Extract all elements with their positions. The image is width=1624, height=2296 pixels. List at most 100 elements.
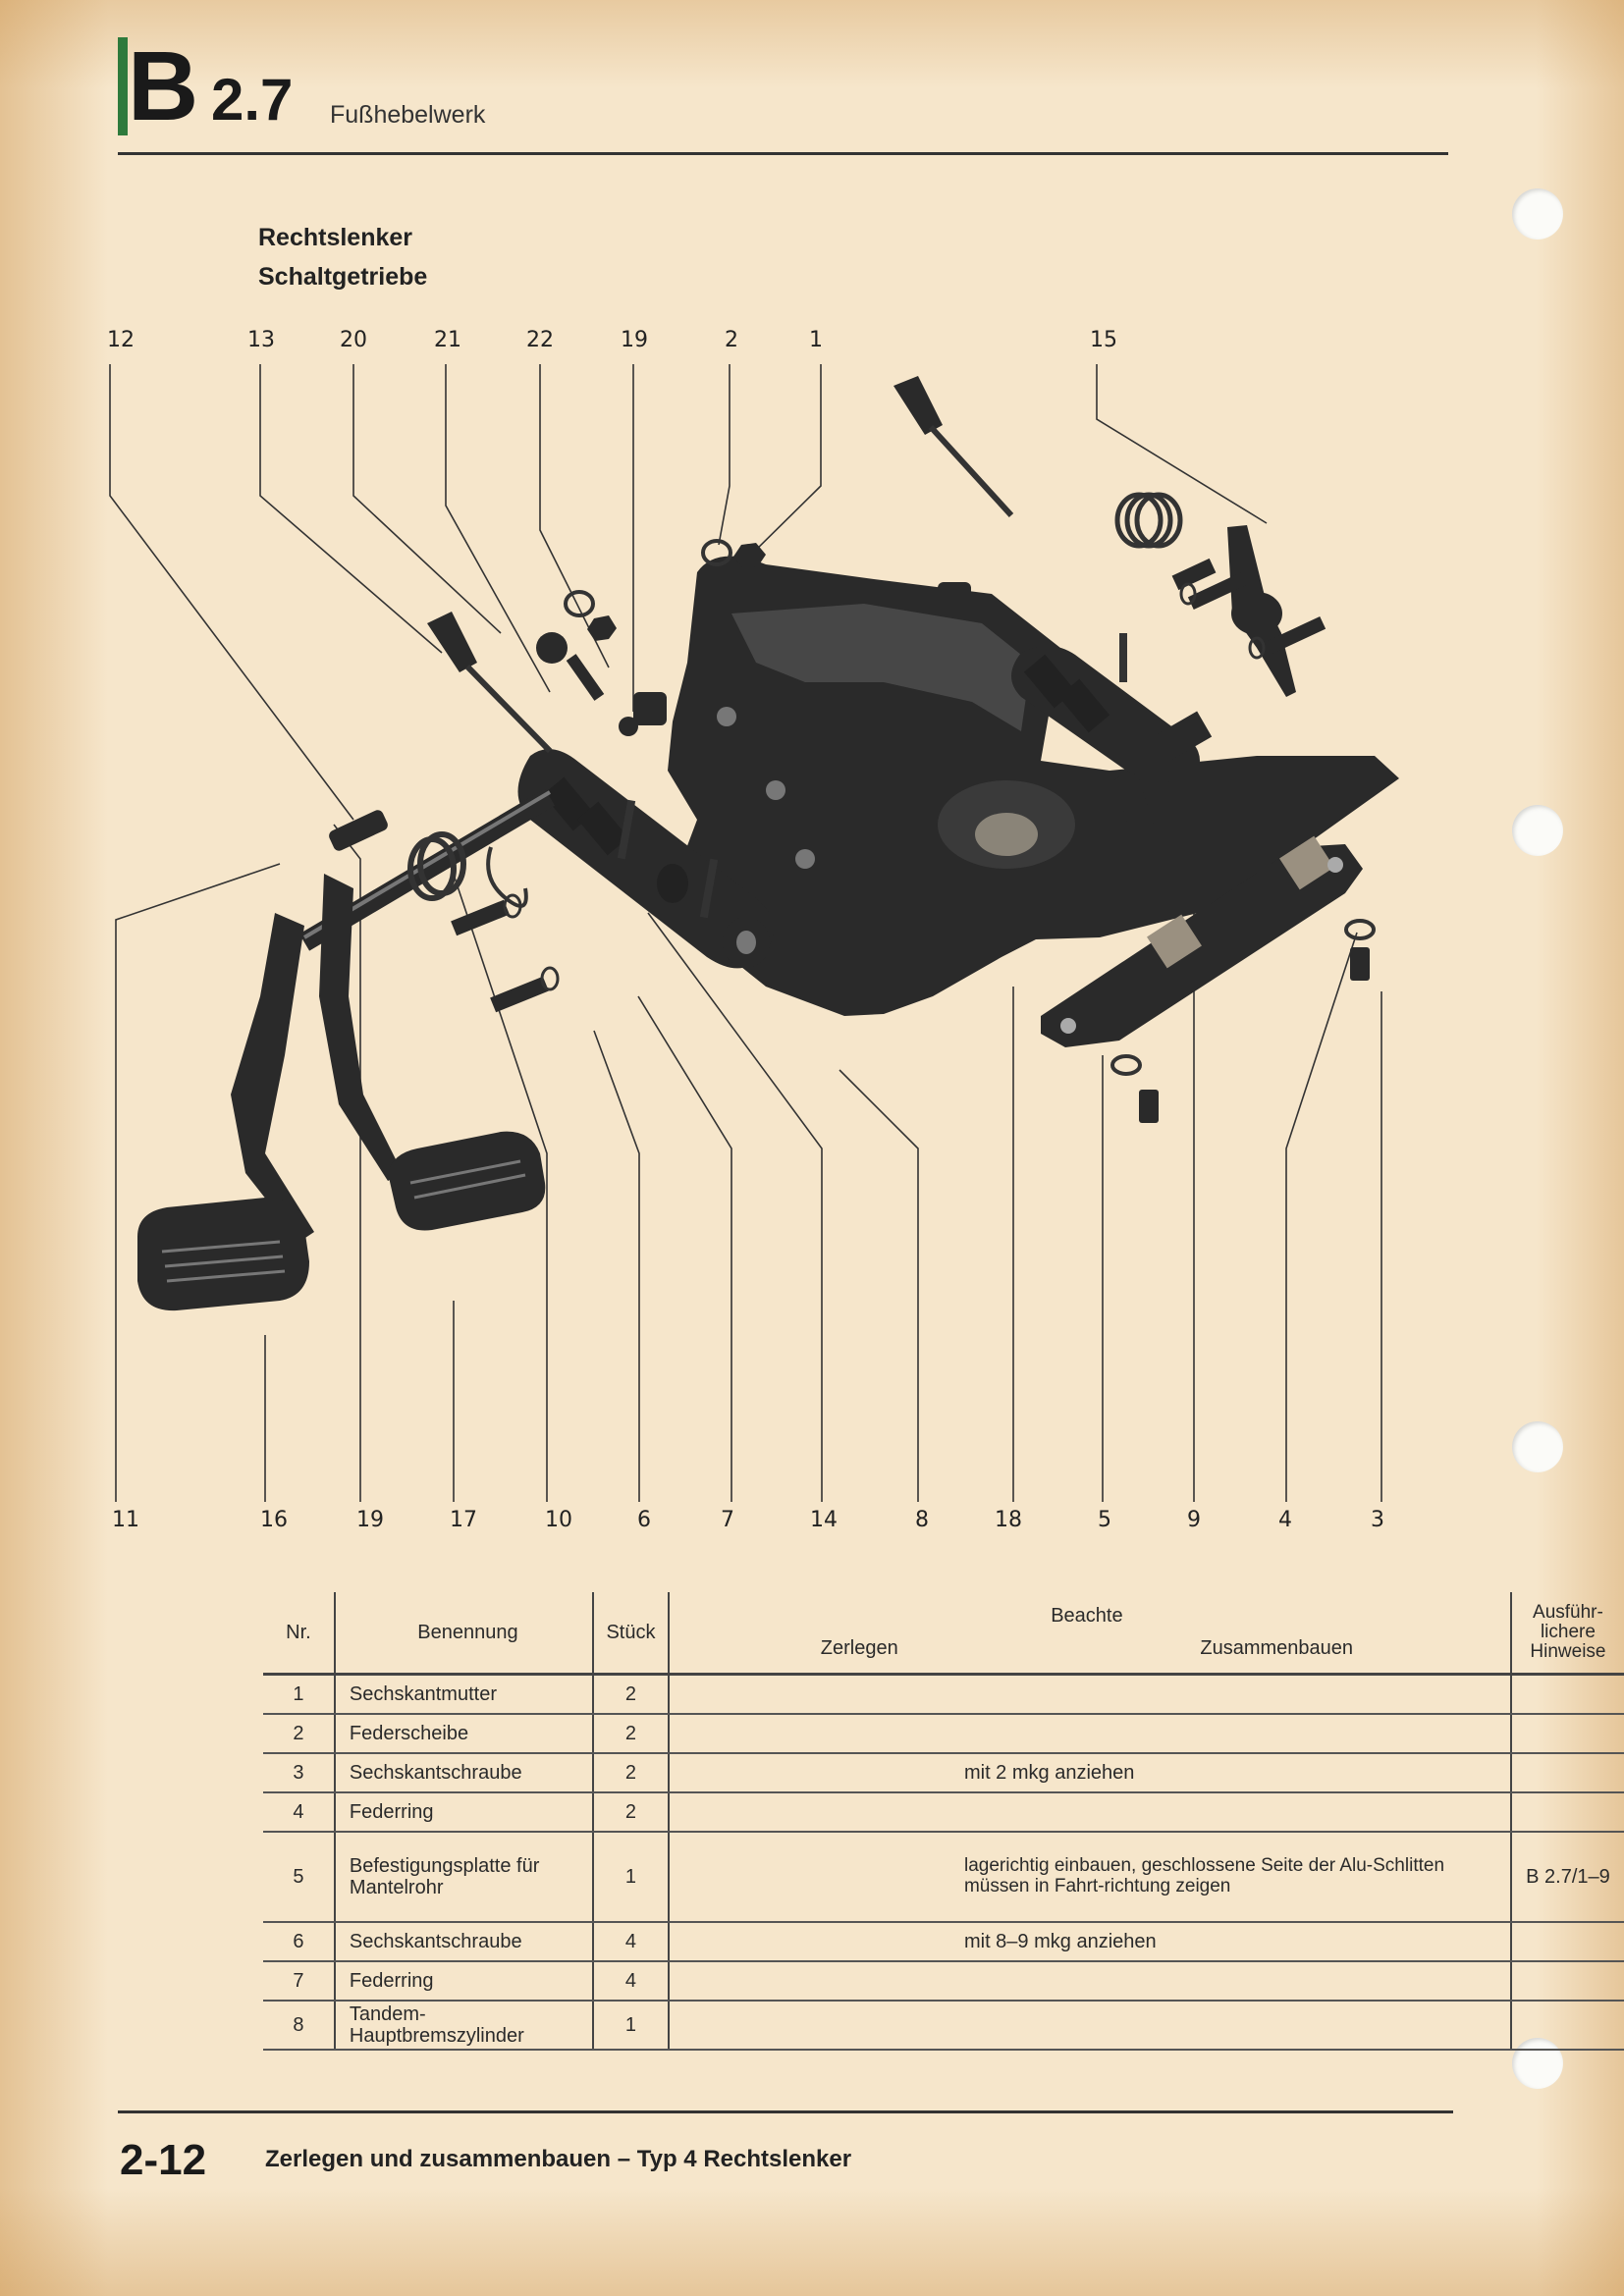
callout-22: 22	[526, 328, 554, 352]
header-disassemble: Zerlegen	[820, 1637, 898, 1659]
cell-nr: 4	[263, 1792, 336, 1833]
cell-note: mit 2 mkg anziehen	[668, 1753, 1512, 1793]
callout-18: 18	[995, 1508, 1022, 1532]
punch-hole	[1512, 805, 1563, 856]
cell-name: Federring	[334, 1961, 595, 2002]
subheading-side: Rechtslenker	[258, 224, 413, 251]
cell-qty: 2	[593, 1674, 670, 1715]
cell-name: Federscheibe	[334, 1714, 595, 1754]
cell-nr: 2	[263, 1714, 336, 1754]
punch-hole	[1512, 1421, 1563, 1472]
cell-nr: 7	[263, 1961, 336, 2002]
callout-5: 5	[1098, 1508, 1111, 1532]
cell-qty: 1	[593, 1832, 670, 1923]
bolts-right	[1179, 571, 1326, 660]
upper-cylinder-assembly	[1011, 633, 1213, 829]
push-rods	[427, 376, 1014, 754]
nut-and-washer	[701, 539, 766, 568]
cell-nr: 3	[263, 1753, 336, 1793]
cell-name: Befestigungsplatte für Mantelrohr	[334, 1832, 595, 1923]
bushings	[536, 582, 971, 736]
cell-note: lagerichtig einbauen, geschlossene Seite…	[668, 1832, 1512, 1923]
cell-name: Tandem-Hauptbremszylinder	[334, 2001, 595, 2051]
cell-qty: 4	[593, 1961, 670, 2002]
bottom-screws	[1110, 919, 1376, 1123]
section-letter: B	[118, 37, 198, 135]
cell-ref	[1510, 1753, 1624, 1793]
header-nr: Nr.	[263, 1592, 336, 1676]
bottom-leader-lines	[115, 721, 1382, 1502]
cell-nr: 1	[263, 1674, 336, 1715]
cell-note	[668, 1792, 1512, 1833]
cell-qty: 1	[593, 2001, 670, 2051]
callout-6: 6	[637, 1508, 651, 1532]
cell-qty: 2	[593, 1714, 670, 1754]
callout-7: 7	[721, 1508, 734, 1532]
callout-19-top: 19	[621, 328, 648, 352]
cell-note	[668, 1714, 1512, 1754]
cell-note	[668, 2001, 1512, 2051]
callout-17: 17	[450, 1508, 477, 1532]
mounting-plate	[1041, 835, 1363, 1047]
punch-hole	[1512, 188, 1563, 240]
footer-rule	[118, 2110, 1453, 2113]
parts-table: Nr. Benennung Stück Beachte Zerlegen Zus…	[263, 1592, 1624, 2051]
cell-qty: 4	[593, 1922, 670, 1962]
cell-ref	[1510, 1961, 1624, 2002]
callout-13: 13	[247, 328, 275, 352]
cell-qty: 2	[593, 1792, 670, 1833]
cylinder-bolts	[451, 846, 560, 1013]
callout-10: 10	[545, 1508, 572, 1532]
cell-ref	[1510, 1714, 1624, 1754]
callout-15: 15	[1090, 328, 1117, 352]
cell-ref	[1510, 2001, 1624, 2051]
footer-title: Zerlegen und zusammenbauen – Typ 4 Recht…	[265, 2146, 852, 2172]
cell-ref	[1510, 1792, 1624, 1833]
header-rule	[118, 152, 1448, 155]
cell-name: Sechskantmutter	[334, 1674, 595, 1715]
callout-8: 8	[915, 1508, 929, 1532]
cell-nr: 8	[263, 2001, 336, 2051]
tandem-master-cylinder	[517, 749, 774, 969]
cell-ref	[1510, 1674, 1624, 1715]
section-number: 2.7	[211, 67, 294, 133]
cell-nr: 6	[263, 1922, 336, 1962]
callout-21: 21	[434, 328, 461, 352]
brake-pedal	[319, 874, 546, 1231]
callout-11: 11	[112, 1508, 139, 1532]
header-note: Beachte Zerlegen Zusammenbauen	[668, 1592, 1512, 1676]
cell-ref: B 2.7/1–9	[1510, 1832, 1624, 1923]
table-header-row: Nr. Benennung Stück Beachte Zerlegen Zus…	[263, 1592, 1624, 1676]
cell-note: mit 8–9 mkg anziehen	[668, 1922, 1512, 1962]
clutch-pedal	[137, 913, 314, 1311]
lever-arm	[1171, 525, 1296, 697]
top-leader-lines	[109, 364, 1268, 821]
callout-4: 4	[1278, 1508, 1292, 1532]
header-name: Benennung	[334, 1592, 595, 1676]
page-number: 2-12	[120, 2136, 207, 2184]
header-beachte: Beachte	[1051, 1605, 1123, 1627]
callout-9: 9	[1187, 1508, 1201, 1532]
callout-1: 1	[809, 328, 823, 352]
callout-19-bottom: 19	[356, 1508, 384, 1532]
callout-14: 14	[810, 1508, 838, 1532]
header-ref: Ausführ- lichere Hinweise	[1510, 1592, 1624, 1676]
cell-name: Sechskantschraube	[334, 1753, 595, 1793]
callout-20: 20	[340, 328, 367, 352]
cell-name: Sechskantschraube	[334, 1922, 595, 1962]
pedal-bracket-housing	[668, 556, 1399, 1016]
top-callouts: 12 13 20 21 22 19 2 1 15	[107, 328, 1117, 352]
cell-note	[668, 1674, 1512, 1715]
cell-note	[668, 1961, 1512, 2002]
header-assemble: Zusammenbauen	[1200, 1637, 1354, 1659]
callout-16: 16	[260, 1508, 288, 1532]
cell-nr: 5	[263, 1832, 336, 1923]
